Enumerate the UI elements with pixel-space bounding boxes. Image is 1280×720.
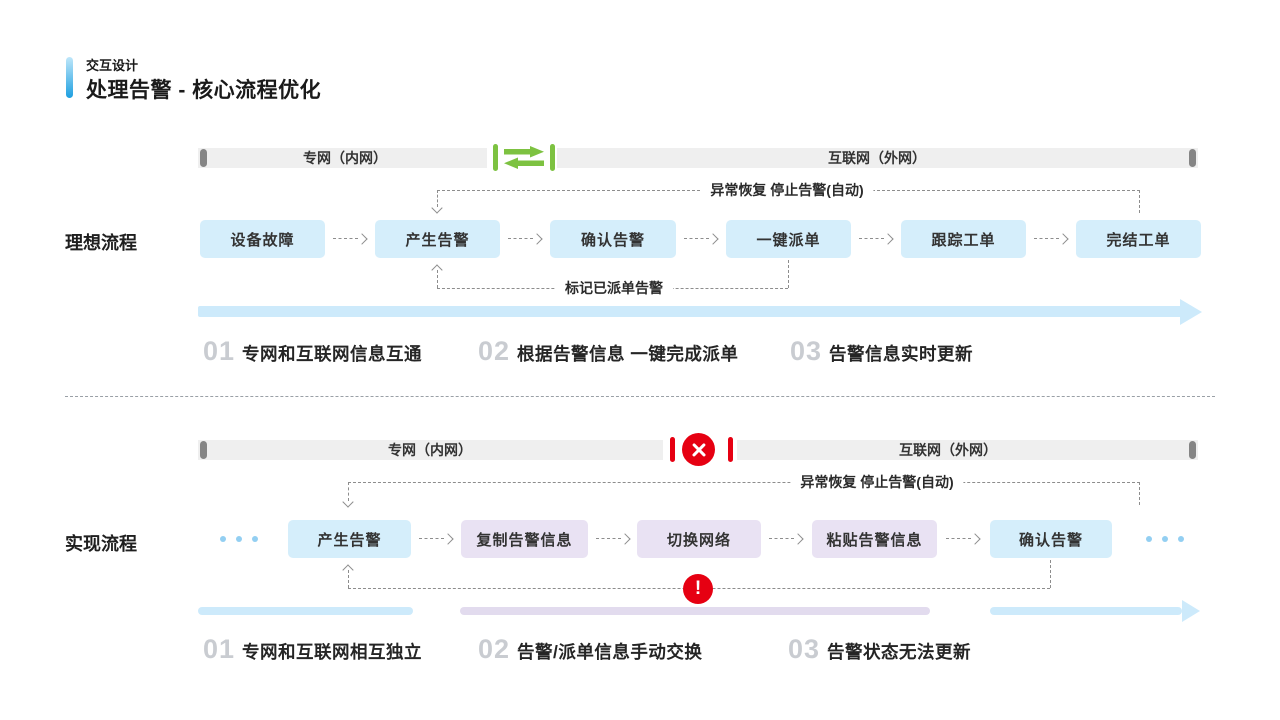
loop-line-drop-dispatch [788,260,789,288]
arrowhead-down [431,202,443,214]
sync-bar-right [550,144,555,171]
point-number: 01 [203,634,236,664]
segment-arrow-body [990,607,1182,615]
flow-arrow [508,233,543,245]
blocked-bar-right [728,437,733,462]
flow-arrow [859,233,894,245]
segment-bar-intranet [198,607,413,615]
bar-cap-left [200,149,207,167]
step-box-one-key-dispatch: 一键派单 [726,220,851,258]
point-number: 02 [478,336,511,366]
bar-cap-left [200,441,207,459]
step-box-alarm-confirmed: 确认告警 [550,220,676,258]
sync-bar-left [493,144,498,171]
point-text: 告警信息实时更新 [829,344,974,364]
point-text: 告警/派单信息手动交换 [517,642,703,662]
timeline-arrow-body [198,306,1182,317]
loop-line-drop-right [1139,482,1140,505]
point-item: 03 告警信息实时更新 [790,336,973,367]
step-box-track-ticket: 跟踪工单 [901,220,1026,258]
step-box-copy-alarm-info: 复制告警信息 [461,520,588,558]
point-number: 03 [790,336,823,366]
internet-label: 互联网（外网） [828,150,926,166]
loop-line-drop-confirm [1050,560,1051,588]
segment-arrow-head [1182,600,1200,622]
blocked-bar-left [670,437,675,462]
red-cross-icon [682,433,715,466]
sync-arrows-icon [504,146,544,169]
ellipsis-dot [1178,536,1184,542]
loop-line-drop-right [1139,190,1140,213]
ellipsis-dot [220,536,226,542]
loop-line-drop-left [437,190,438,207]
step-box-paste-alarm-info: 粘贴告警信息 [812,520,937,558]
point-item: 02 根据告警信息 一键完成派单 [478,336,738,367]
segment-bar-manual [460,607,930,615]
point-item: 01 专网和互联网信息互通 [203,336,422,367]
bar-cap-right [1189,441,1196,459]
page-title: 处理告警 - 核心流程优化 [86,79,322,102]
ellipsis-dot [1162,536,1168,542]
loop-line-rise-left [437,270,438,288]
internet-label: 互联网（外网） [899,442,997,458]
eyebrow-label: 交互设计 [86,58,139,73]
point-text: 根据告警信息 一键完成派单 [517,344,739,364]
section-label-ideal: 理想流程 [65,233,137,253]
ellipsis-dot [252,536,258,542]
loop-label-auto-recover: 异常恢复 停止告警(自动) [790,473,964,491]
title-accent-bar [66,57,73,98]
loop-label-mark-dispatched: 标记已派单告警 [555,279,673,297]
step-box-close-ticket: 完结工单 [1076,220,1201,258]
loop-line-rise-left [348,570,349,588]
section-divider [65,396,1215,397]
point-text: 告警状态无法更新 [827,642,972,662]
intranet-label: 专网（内网） [303,150,387,166]
point-number: 03 [788,634,821,664]
step-box-device-fault: 设备故障 [200,220,325,258]
timeline-arrow-head [1180,298,1202,325]
section-label-actual: 实现流程 [65,534,137,554]
point-number: 01 [203,336,236,366]
arrowhead-down [342,496,354,508]
network-bar-actual: 专网（内网） 互联网（外网） [198,433,1198,466]
step-box-switch-network: 切换网络 [637,520,761,558]
flow-arrow [333,233,368,245]
flow-arrow [1034,233,1069,245]
loop-label-auto-recover: 异常恢复 停止告警(自动) [700,181,874,199]
flow-arrow [596,533,631,545]
step-box-alarm-generated: 产生告警 [375,220,500,258]
point-item: 03 告警状态无法更新 [788,634,971,665]
point-item: 02 告警/派单信息手动交换 [478,634,702,665]
point-text: 专网和互联网信息互通 [242,344,423,364]
network-bar-ideal: 专网（内网） 互联网（外网） [198,144,1198,171]
flow-arrow [769,533,804,545]
step-box-alarm-generated: 产生告警 [288,520,411,558]
point-text: 专网和互联网相互独立 [242,642,423,662]
flow-arrow [946,533,981,545]
loop-line-top-actual [348,482,1140,483]
point-item: 01 专网和互联网相互独立 [203,634,422,665]
step-box-confirm-alarm: 确认告警 [990,520,1112,558]
loop-line-drop-left [348,482,349,501]
ellipsis-dot [236,536,242,542]
bar-cap-right [1189,149,1196,167]
ellipsis-dot [1146,536,1152,542]
point-number: 02 [478,634,511,664]
flow-arrow [684,233,719,245]
intranet-label: 专网（内网） [388,442,472,458]
flow-arrow [419,533,454,545]
red-exclamation-icon: ! [683,574,713,604]
